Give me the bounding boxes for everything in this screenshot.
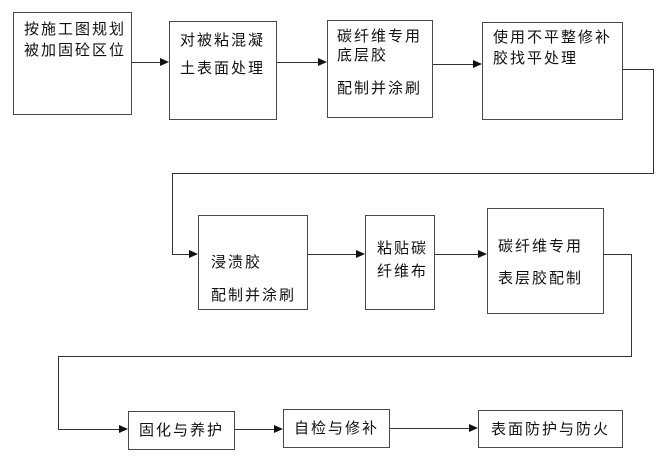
arrowhead-icon	[478, 250, 487, 258]
node-text-line: 自检与修补	[293, 420, 379, 437]
node-text-line: 粘贴碳	[377, 240, 429, 257]
node-text-line: 配制并涂刷	[211, 287, 297, 304]
node-text-line: 表层胶配制	[498, 270, 584, 287]
node-text-line: 纤维布	[377, 263, 429, 280]
connector-segment	[631, 254, 632, 357]
connector-segment	[623, 69, 654, 70]
arrowhead-icon	[160, 58, 169, 66]
flow-node-primer-coating: 碳纤维专用 底层胶 配制并涂刷	[327, 20, 433, 118]
node-text-line: 被加固砼区位	[24, 42, 127, 59]
flow-node-paste-carbon-fiber: 粘贴碳 纤维布	[365, 215, 435, 310]
node-text-line: 按施工图规划	[24, 21, 127, 38]
connector-segment	[433, 64, 473, 65]
connector-segment	[58, 429, 119, 430]
arrowhead-icon	[318, 58, 327, 66]
arrowhead-icon	[356, 250, 365, 258]
connector-segment	[653, 69, 654, 174]
connector-segment	[172, 173, 654, 174]
arrowhead-icon	[189, 250, 198, 258]
flow-node-plan-area: 按施工图规划 被加固砼区位	[13, 12, 132, 115]
connector-segment	[277, 62, 318, 63]
flow-node-surface-treatment: 对被粘混凝 土表面处理	[169, 21, 277, 120]
node-text-line: 碳纤维专用	[498, 238, 584, 255]
arrowhead-icon	[469, 424, 478, 432]
connector-segment	[390, 428, 469, 429]
node-text-line: 固化与养护	[138, 422, 224, 439]
node-text-line: 表面防护与防火	[490, 420, 610, 438]
flow-node-surface-protection: 表面防护与防火	[478, 410, 623, 448]
connector-segment	[308, 254, 356, 255]
connector-segment	[235, 429, 274, 430]
node-text-line: 配制并涂刷	[337, 80, 423, 97]
arrowhead-icon	[473, 60, 482, 68]
flow-node-leveling-repair: 使用不平整修补 胶找平处理	[482, 22, 623, 120]
connector-segment	[58, 356, 59, 430]
connector-segment	[132, 62, 160, 63]
flow-node-top-coat-preparation: 碳纤维专用 表层胶配制	[487, 208, 604, 314]
node-text-line: 浸渍胶	[211, 254, 263, 271]
connector-segment	[435, 254, 478, 255]
connector-segment	[172, 173, 173, 255]
node-text-line: 胶找平处理	[493, 50, 579, 67]
flow-node-curing: 固化与养护	[128, 411, 235, 450]
flow-node-impregnation-adhesive: 浸渍胶 配制并涂刷	[198, 215, 308, 310]
arrowhead-icon	[119, 425, 128, 433]
arrowhead-icon	[274, 425, 283, 433]
connector-segment	[603, 254, 632, 255]
node-text-line: 土表面处理	[180, 60, 266, 77]
node-text-line: 使用不平整修补	[493, 29, 613, 46]
node-text-line: 对被粘混凝	[180, 32, 266, 49]
node-text-line: 碳纤维专用	[337, 28, 423, 45]
node-text-line: 底层胶	[337, 47, 389, 64]
connector-segment	[172, 254, 189, 255]
connector-segment	[58, 356, 632, 357]
flow-node-self-inspection: 自检与修补	[283, 409, 390, 448]
